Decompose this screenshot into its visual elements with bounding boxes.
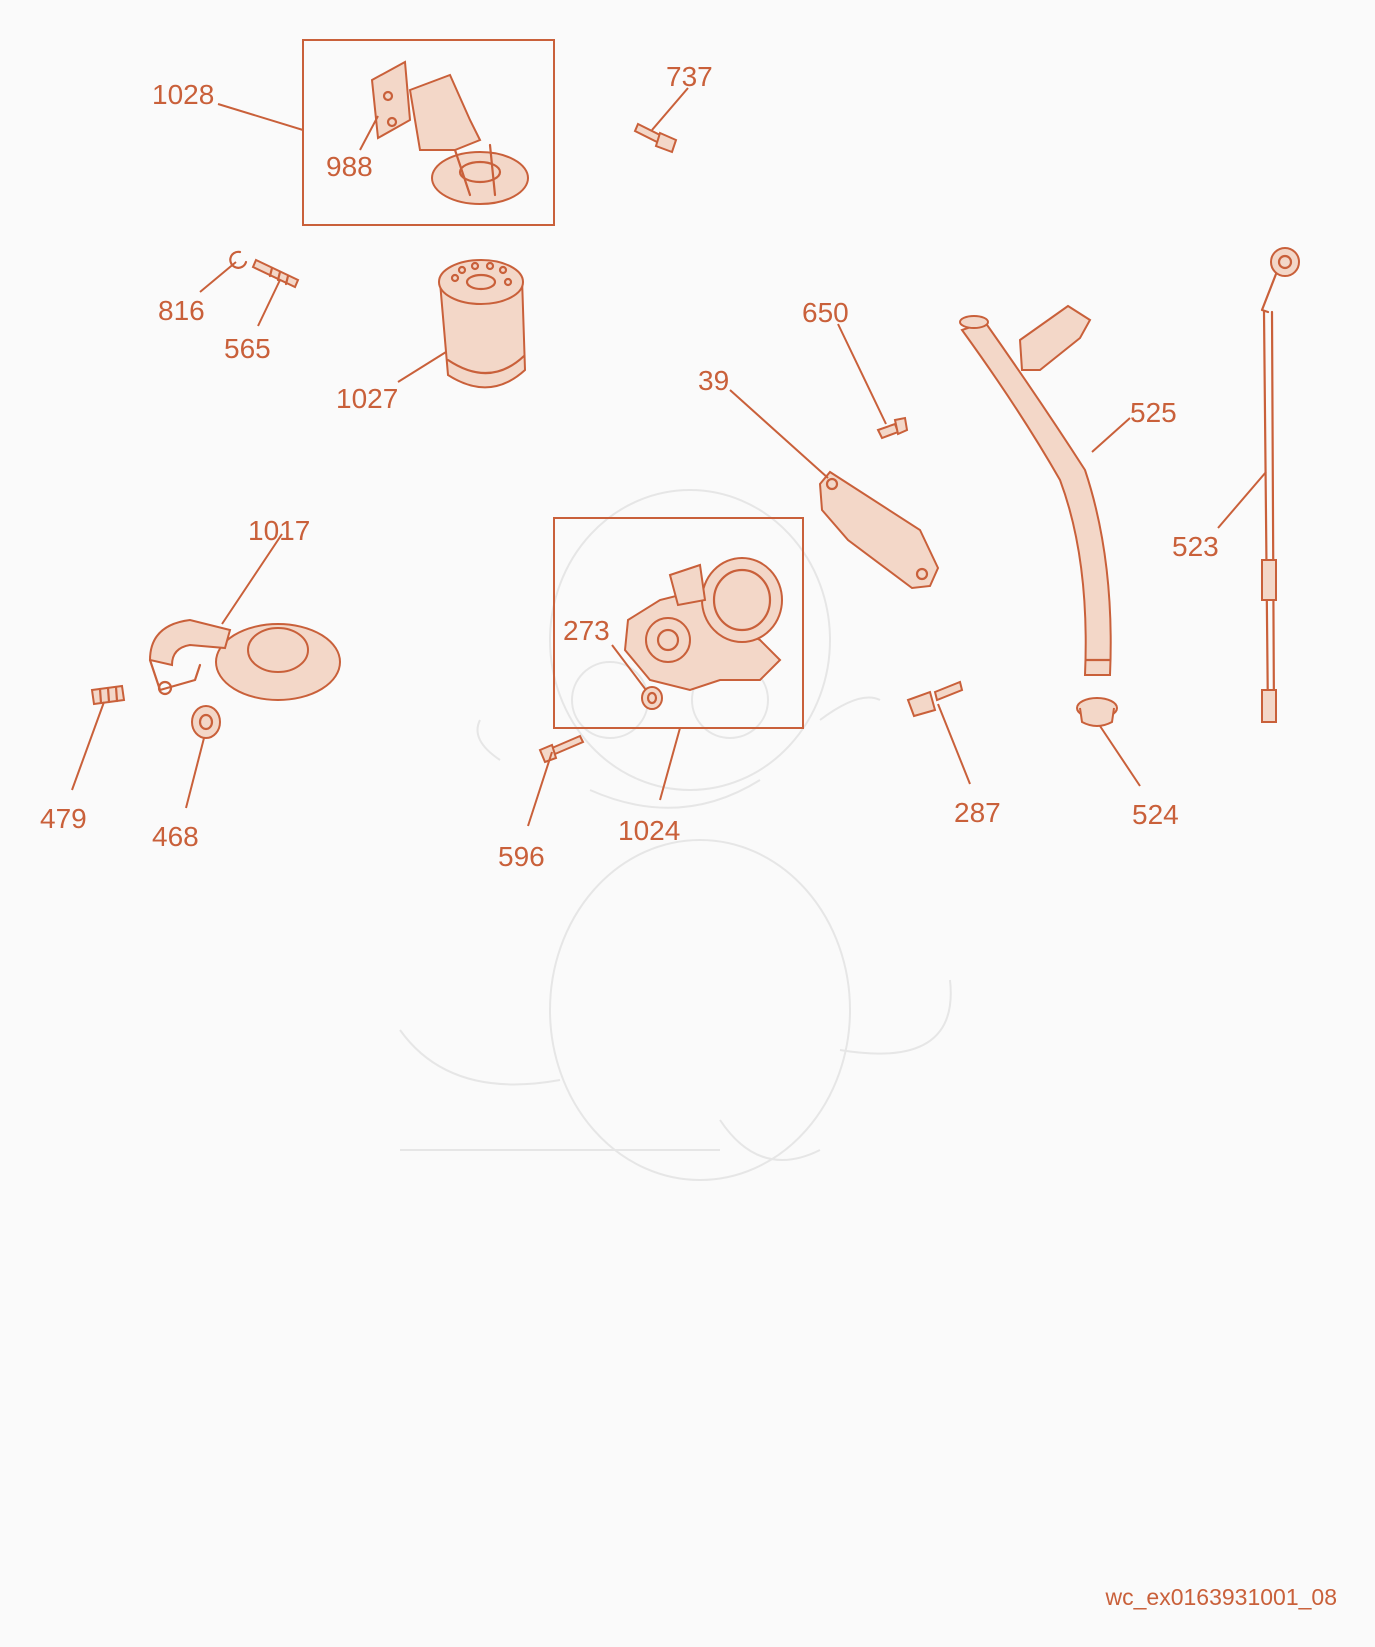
- part-650-bolt: [876, 416, 909, 440]
- callout-1017: 1017: [248, 515, 310, 546]
- leader-1024: [659, 727, 681, 801]
- leader-287: [937, 703, 971, 785]
- callout-273: 273: [563, 615, 610, 646]
- callout-737: 737: [666, 61, 713, 92]
- leader-39: [729, 389, 829, 479]
- part-525-dipstick-tube: [959, 304, 1112, 676]
- group-box-1024: [553, 517, 804, 729]
- part-1024-oil-pump: [623, 557, 783, 692]
- callout-525: 525: [1130, 397, 1177, 428]
- leader-525: [1091, 417, 1131, 453]
- part-468-washer: [191, 705, 221, 739]
- leader-816: [199, 261, 237, 293]
- part-596-bolt: [538, 734, 585, 764]
- callout-1027: 1027: [336, 383, 398, 414]
- leader-565: [257, 279, 281, 327]
- part-737-bolt: [633, 122, 678, 154]
- callout-816: 816: [158, 295, 205, 326]
- callout-287: 287: [954, 797, 1001, 828]
- part-524-plug: [1076, 697, 1118, 727]
- callout-1028: 1028: [152, 79, 214, 110]
- callout-468: 468: [152, 821, 199, 852]
- leader-524: [1099, 725, 1141, 787]
- group-box-1028: [302, 39, 555, 226]
- part-479-plug: [90, 684, 126, 706]
- callout-479: 479: [40, 803, 87, 834]
- leader-523: [1217, 471, 1267, 529]
- leader-273: [611, 644, 647, 691]
- part-39-cover: [818, 470, 940, 590]
- part-1027-oil-filter: [438, 259, 527, 389]
- callout-39: 39: [698, 365, 729, 396]
- callout-524: 524: [1132, 799, 1179, 830]
- part-565-stud: [251, 258, 300, 289]
- callout-523: 523: [1172, 531, 1219, 562]
- callout-596: 596: [498, 841, 545, 872]
- leader-1028: [217, 103, 304, 131]
- part-523-dipstick: [1260, 247, 1300, 723]
- watermark-mascot: [399, 489, 952, 1181]
- leader-1027: [397, 351, 447, 383]
- callout-988: 988: [326, 151, 373, 182]
- figure-id: wc_ex0163931001_08: [1105, 1584, 1337, 1610]
- leader-988: [359, 115, 379, 151]
- leader-479: [71, 701, 105, 791]
- leader-468: [185, 737, 205, 809]
- part-287-bolt: [906, 680, 964, 718]
- leader-596: [527, 751, 553, 827]
- callout-565: 565: [224, 333, 271, 364]
- part-273-oring: [641, 686, 663, 710]
- part-1028-filter-adapter: [370, 60, 529, 205]
- leader-1017: [221, 533, 283, 625]
- leader-737: [651, 87, 689, 131]
- part-816-clip: [229, 250, 248, 269]
- leader-650: [837, 323, 887, 425]
- callout-1024: 1024: [618, 815, 680, 846]
- part-1017-oil-pickup: [148, 618, 341, 701]
- callout-650: 650: [802, 297, 849, 328]
